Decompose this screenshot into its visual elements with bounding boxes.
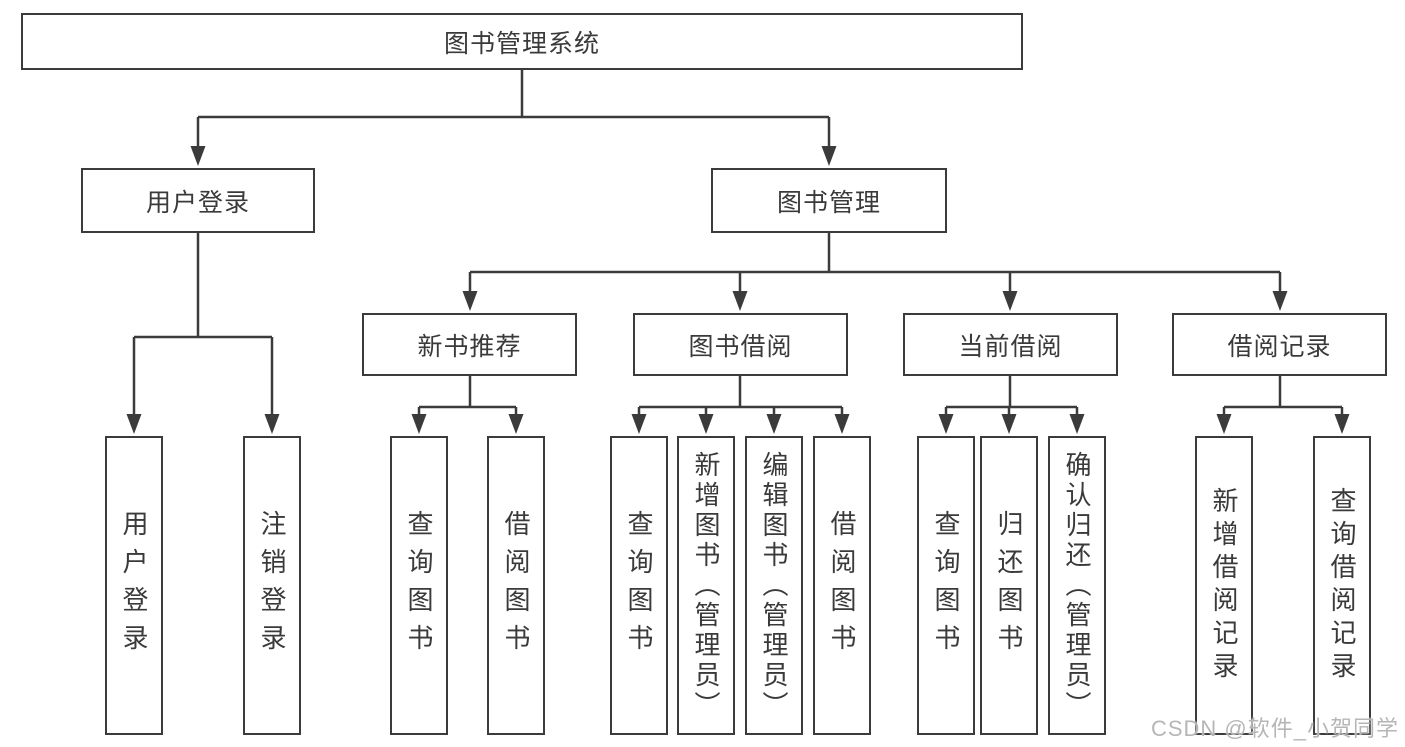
leaf-confirm-return-admin: 确认归还（管理员）	[1048, 436, 1106, 735]
node-borrowing-records-label: 借阅记录	[1227, 332, 1332, 361]
node-book-borrowing: 图书借阅	[633, 313, 848, 376]
leaf-query-books-borrowing: 查询图书	[610, 436, 668, 735]
leaf-add-borrow-record: 新增借阅记录	[1195, 436, 1253, 735]
node-current-borrowing-label: 当前借阅	[958, 332, 1063, 361]
node-user-login: 用户登录	[81, 168, 315, 233]
leaf-borrow-books-borrowing: 借阅图书	[813, 436, 871, 735]
node-user-login-label: 用户登录	[145, 188, 250, 217]
connector-stems	[132, 70, 1344, 416]
csdn-watermark: CSDN @软件_小贺同学	[1150, 716, 1399, 741]
node-library-system: 图书管理系统	[21, 13, 1023, 70]
node-library-system-label: 图书管理系统	[443, 29, 600, 58]
node-current-borrowing: 当前借阅	[903, 313, 1118, 376]
node-borrowing-records: 借阅记录	[1172, 313, 1387, 376]
leaf-edit-books-admin: 编辑图书（管理员）	[745, 436, 803, 735]
arrowheads	[126, 146, 1350, 434]
leaf-return-books: 归还图书	[980, 436, 1038, 735]
leaf-add-books-admin: 新增图书（管理员）	[677, 436, 735, 735]
node-new-book-recommendation: 新书推荐	[362, 313, 577, 376]
leaf-query-books-recommend: 查询图书	[390, 436, 448, 735]
node-book-management-label: 图书管理	[776, 188, 881, 217]
node-book-borrowing-label: 图书借阅	[688, 332, 793, 361]
leaf-user-login: 用户登录	[105, 436, 163, 735]
leaf-query-borrow-record: 查询借阅记录	[1313, 436, 1371, 735]
leaf-query-books-current: 查询图书	[917, 436, 975, 735]
node-new-book-recommendation-label: 新书推荐	[417, 332, 522, 361]
leaf-logout-login: 注销登录	[243, 436, 301, 735]
leaf-borrow-books-recommend: 借阅图书	[487, 436, 545, 735]
node-book-management: 图书管理	[711, 168, 947, 233]
